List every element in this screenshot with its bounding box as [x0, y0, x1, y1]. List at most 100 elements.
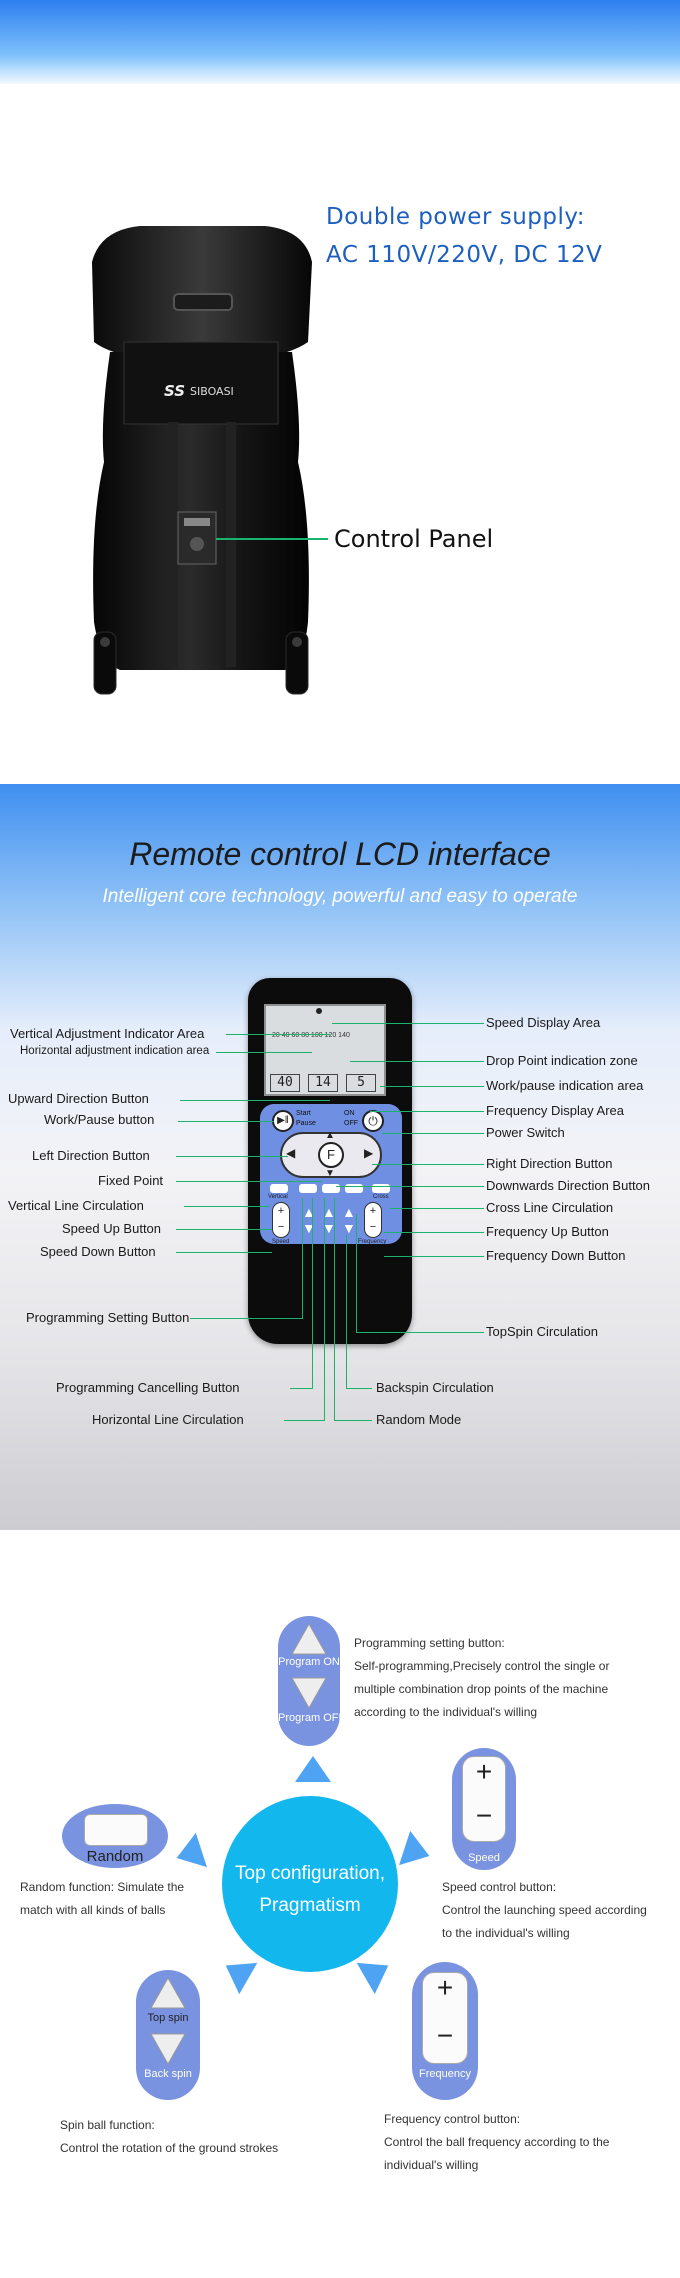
label-right-direction: Right Direction Button	[486, 1156, 613, 1171]
spin-desc1: Control the rotation of the ground strok…	[60, 2141, 279, 2155]
topspin-label: Top spin	[147, 2012, 189, 2024]
leader-programming-cancelling	[290, 1388, 312, 1389]
topspin-icon[interactable]: ▲	[342, 1204, 356, 1220]
leader-right-direction	[372, 1164, 484, 1165]
speed-label: Speed	[468, 1852, 500, 1864]
work-pause-button[interactable]: ▶‖	[272, 1110, 294, 1132]
program-up-icon[interactable]: ▲	[302, 1204, 316, 1220]
backspin-icon-large	[149, 2032, 187, 2066]
topspin-icon-large	[149, 1976, 187, 2010]
spin-title: Spin ball function:	[60, 2118, 155, 2132]
label-power-switch: Power Switch	[486, 1125, 565, 1140]
program-down-icon[interactable]: ▼	[302, 1220, 316, 1236]
label-horizontal-line: Horizontal Line Circulation	[92, 1412, 244, 1427]
label-work-pause-area: Work/pause indication area	[486, 1078, 644, 1093]
label-topspin: TopSpin Circulation	[486, 1324, 599, 1339]
frequency-desc2: individual's willing	[384, 2158, 479, 2172]
leader-random-v	[334, 1198, 335, 1421]
leader-topspin-v	[356, 1214, 357, 1333]
program-title: Programming setting button:	[354, 1636, 505, 1650]
speed-desc2: to the individual's willing	[442, 1926, 570, 1940]
random-button[interactable]	[322, 1184, 340, 1193]
speed-plus: +	[475, 1756, 493, 1787]
speed-plus-icon[interactable]: +	[277, 1205, 285, 1217]
center-title-line1: Top configuration,	[235, 1863, 385, 1884]
leader-backspin	[346, 1388, 372, 1389]
start-text: Start	[296, 1110, 311, 1117]
frequency-plus-icon[interactable]: +	[369, 1205, 377, 1217]
right-arrow-icon[interactable]: ▶	[364, 1146, 374, 1160]
label-frequency-up: Frequency Up Button	[486, 1224, 609, 1239]
control-panel-label: Control Panel	[334, 525, 494, 553]
label-frequency-display: Frequency Display Area	[486, 1103, 625, 1118]
leader-programming-cancelling-v	[312, 1198, 313, 1389]
label-work-pause: Work/Pause button	[44, 1112, 155, 1127]
frequency-label: Frequency	[419, 2068, 471, 2080]
off-text: OFF	[344, 1120, 358, 1127]
triangle-left	[171, 1832, 207, 1876]
label-left-direction: Left Direction Button	[32, 1148, 150, 1163]
lcd-indicator-dot	[316, 1008, 322, 1014]
down-arrow-icon[interactable]: ▼	[325, 1168, 335, 1179]
speed-minus-icon[interactable]: −	[277, 1221, 285, 1233]
label-vertical-line: Vertical Line Circulation	[8, 1198, 144, 1213]
label-programming-setting: Programming Setting Button	[26, 1310, 190, 1325]
leader-downwards-direction	[336, 1186, 484, 1187]
backspin-icon[interactable]: ▼	[342, 1220, 356, 1236]
label-horizontal-adjustment: Horizontal adjustment indication area	[20, 1045, 210, 1057]
random-down-icon[interactable]: ▼	[322, 1220, 336, 1236]
frequency-rocker[interactable]: +−	[364, 1202, 382, 1238]
top-gradient-banner	[0, 0, 680, 84]
lcd-drop-point-value: 14	[308, 1074, 338, 1092]
leader-vertical-line	[184, 1206, 270, 1207]
fixed-point-button[interactable]: F	[318, 1142, 344, 1168]
frequency-plus: +	[436, 1972, 454, 2003]
leader-horizontal-adjustment	[216, 1052, 312, 1053]
program-off-button[interactable]	[345, 1184, 363, 1193]
label-upward-direction: Upward Direction Button	[8, 1091, 149, 1106]
label-programming-cancelling: Programming Cancelling Button	[56, 1380, 240, 1395]
leader-speed-up	[176, 1229, 272, 1230]
leader-horizontal-line-v	[324, 1198, 325, 1421]
lcd-scale: 20 40 60 80 100 120 140	[272, 1032, 350, 1039]
cross-text: Cross	[373, 1194, 389, 1200]
leader-topspin	[356, 1332, 484, 1333]
leader-frequency-up	[384, 1232, 484, 1233]
label-backspin: Backspin Circulation	[376, 1380, 494, 1395]
leader-speed-display	[332, 1023, 484, 1024]
control-panel-leader	[216, 538, 328, 540]
triangle-top	[295, 1756, 331, 1782]
leader-upward-direction	[180, 1100, 330, 1101]
leader-fixed-point	[176, 1181, 322, 1182]
remote-section-subtitle: Intelligent core technology, powerful an…	[102, 886, 578, 907]
on-text: ON	[344, 1110, 355, 1117]
speed-title: Speed control button:	[442, 1880, 557, 1894]
up-arrow-icon[interactable]: ▲	[325, 1130, 335, 1141]
leader-programming-setting	[190, 1318, 302, 1319]
leader-horizontal-line	[284, 1420, 324, 1421]
remote-section-title: Remote control LCD interface	[129, 836, 551, 872]
speed-rocker[interactable]: +−	[272, 1202, 290, 1238]
frequency-desc1: Control the ball frequency according to …	[384, 2135, 610, 2149]
leader-backspin-v	[346, 1234, 347, 1389]
label-frequency-down: Frequency Down Button	[486, 1248, 626, 1263]
frequency-button-graphic	[422, 1972, 468, 2064]
label-speed-display: Speed Display Area	[486, 1015, 601, 1030]
remote-control-section: Remote control LCD interface Intelligent…	[0, 784, 680, 1530]
program-on-button[interactable]	[299, 1184, 317, 1193]
random-up-icon[interactable]: ▲	[322, 1204, 336, 1220]
leader-vertical-adjustment	[226, 1034, 330, 1035]
frequency-minus-icon[interactable]: −	[369, 1221, 377, 1233]
cross-line-button[interactable]	[372, 1184, 390, 1193]
vertical-line-button[interactable]	[270, 1184, 288, 1193]
leader-frequency-down	[384, 1256, 484, 1257]
label-fixed-point: Fixed Point	[98, 1173, 164, 1188]
speed-desc1: Control the launching speed according	[442, 1903, 647, 1917]
label-downwards-direction: Downwards Direction Button	[486, 1178, 651, 1193]
frequency-text: Frequency	[358, 1239, 387, 1245]
program-on-icon	[290, 1622, 328, 1660]
leader-random	[334, 1420, 372, 1421]
power-switch-button[interactable]: ⏻	[362, 1110, 384, 1132]
left-arrow-icon[interactable]: ◀	[286, 1146, 296, 1160]
lcd-screen: 20 40 60 80 100 120 140 40 14 5	[264, 1004, 386, 1096]
